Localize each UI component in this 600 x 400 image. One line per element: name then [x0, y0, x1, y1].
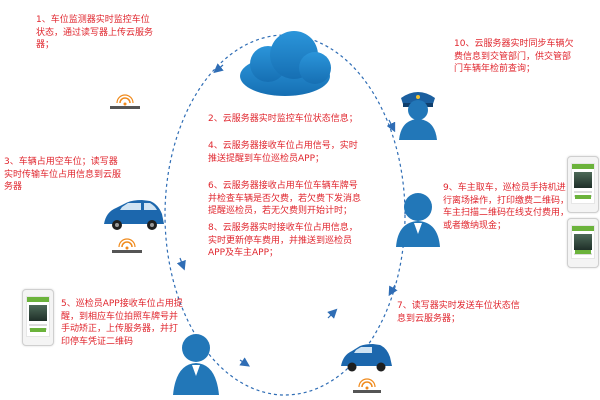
wireless-sensor-icon: [353, 378, 381, 393]
flow-arrow: [327, 308, 338, 319]
car-icon: [341, 344, 392, 372]
step-3-text: 3、车辆占用空车位；读写器 实时传输车位占用信息到云服 务器: [4, 157, 122, 192]
wireless-sensor-icon: [112, 238, 142, 253]
cloud-icon: [240, 31, 331, 96]
phone-icon: [567, 218, 599, 268]
center-step-8-text: 8、云服务器实时接收车位占用信息， 实时更新停车费用，并推送到巡检员 APP及车…: [208, 223, 358, 258]
police-officer-icon: [399, 92, 437, 140]
step-7-text: 7、读写器实时发送车位状态信 息到云服务器；: [397, 301, 520, 324]
phone-icon: [22, 289, 54, 346]
flow-arrow: [213, 63, 224, 74]
step-10-text: 10、云服务器实时同步车辆欠 费信息到交管部门，供交管部 门车辆年检前查询；: [454, 39, 574, 74]
flow-arrow: [386, 119, 396, 133]
flow-circle: [164, 34, 406, 396]
step-1-text: 1、车位监测器实时监控车位 状态，通过读写器上传云服务 器；: [36, 15, 154, 50]
center-step-2-text: 2、云服务器实时监控车位状态信息；: [208, 114, 358, 124]
center-step-4-text: 4、云服务器接收车位占用信号，实时 推送提醒到车位巡检员APP；: [208, 141, 358, 164]
wireless-sensor-icon: [110, 94, 140, 109]
step-9-text: 9、车主取车，巡检员手持机进 行离场操作，打印缴费二维码， 车主扫描二维码在线支…: [443, 183, 570, 231]
flow-arrow: [176, 257, 186, 271]
car-icon: [104, 200, 164, 230]
flow-arrow: [239, 357, 250, 367]
step-5-text: 5、巡检员APP接收车位占用提 醒，到相应车位拍照车牌号并 手动矫正，上传服务器…: [61, 299, 183, 347]
flow-arrow: [388, 284, 398, 297]
center-step-6-text: 6、云服务器接收占用车位车辆车牌号 并检查车辆是否欠费，若欠费下发消息 提醒巡检…: [208, 181, 362, 216]
phone-icon: [567, 156, 599, 213]
user-icon: [173, 334, 219, 395]
user-icon: [396, 193, 440, 247]
